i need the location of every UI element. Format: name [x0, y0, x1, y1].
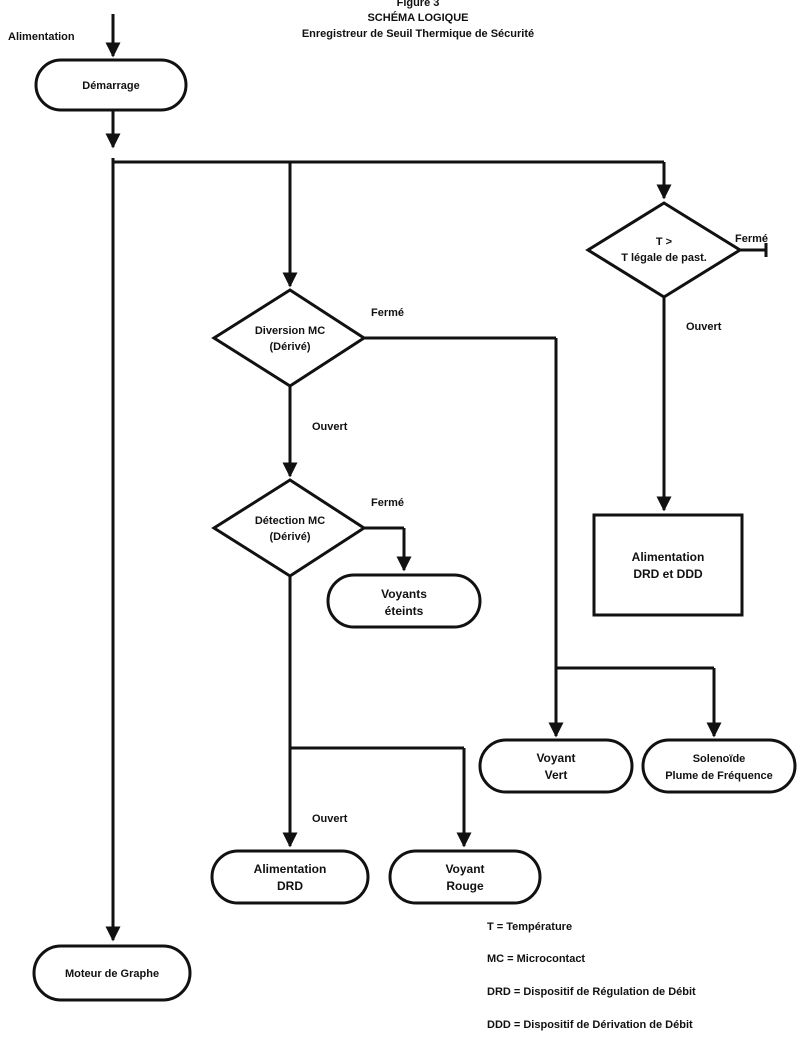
node-solenoide-line2: Plume de Fréquence — [665, 770, 773, 782]
node-alim-drd-ddd-line1: Alimentation — [632, 550, 705, 564]
node-diversion-line1: Diversion MC — [255, 325, 325, 337]
node-alim-drd — [210, 849, 370, 905]
label-diversion-ferme: Fermé — [371, 307, 404, 319]
legend: T = Température MC = Microcontact DRD = … — [487, 921, 696, 1031]
diagram-title: SCHÉMA LOGIQUE — [367, 11, 468, 24]
node-voyant-vert — [478, 738, 634, 794]
label-detection-ferme: Fermé — [371, 497, 404, 509]
label-detection-ouvert: Ouvert — [312, 813, 348, 825]
legend-item: DDD = Dispositif de Dérivation de Débit — [487, 1019, 693, 1031]
node-detection — [211, 478, 367, 578]
node-voyants-eteints-line1: Voyants — [381, 587, 427, 601]
node-moteur-label: Moteur de Graphe — [65, 968, 159, 980]
node-alim-drd-line1: Alimentation — [254, 862, 327, 876]
node-decision-temp-line1: T > — [656, 236, 672, 248]
node-moteur — [32, 944, 192, 1002]
label-temp-ouvert: Ouvert — [686, 321, 722, 333]
diagram-subtitle: Enregistreur de Seuil Thermique de Sécur… — [302, 28, 534, 40]
node-alim-drd-ddd — [592, 513, 744, 617]
label-temp-ferme: Fermé — [735, 233, 768, 245]
node-voyants-eteints-line2: éteints — [385, 604, 424, 618]
node-decision-temp-line2: T légale de past. — [621, 252, 707, 264]
legend-item: MC = Microcontact — [487, 953, 585, 965]
node-solenoide-line1: Solenoïde — [693, 753, 746, 765]
node-voyant-rouge — [388, 849, 542, 905]
node-diversion-line2: (Dérivé) — [270, 341, 311, 353]
node-diversion — [211, 288, 367, 388]
node-detection-line2: (Dérivé) — [270, 531, 311, 543]
node-decision-temp — [585, 201, 743, 299]
figure-number: Figure 3 — [397, 0, 440, 9]
node-demarrage — [34, 58, 188, 112]
node-alim-drd-line2: DRD — [277, 879, 303, 893]
node-demarrage-label: Démarrage — [82, 80, 139, 92]
legend-item: DRD = Dispositif de Régulation de Débit — [487, 986, 696, 998]
node-solenoide — [641, 738, 797, 794]
node-alim-drd-ddd-line2: DRD et DDD — [633, 567, 703, 581]
node-detection-line1: Détection MC — [255, 515, 325, 527]
input-label: Alimentation — [8, 31, 75, 43]
legend-item: T = Température — [487, 921, 572, 933]
label-diversion-ouvert: Ouvert — [312, 421, 348, 433]
node-voyant-vert-line1: Voyant — [536, 751, 575, 765]
node-voyant-rouge-line1: Voyant — [445, 862, 484, 876]
node-voyants-eteints — [326, 573, 482, 629]
node-voyant-vert-line2: Vert — [545, 768, 568, 782]
node-voyant-rouge-line2: Rouge — [446, 879, 484, 893]
